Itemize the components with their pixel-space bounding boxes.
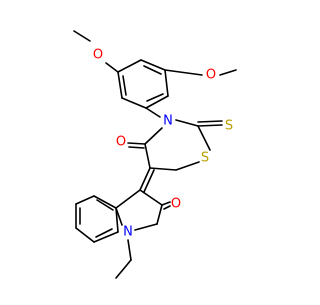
bond-4 [164,69,169,97]
bond-0 [73,30,91,42]
bond-33 [93,195,117,209]
bond-25 [143,169,155,193]
bond-32 [163,205,171,210]
bond-26 [139,189,163,206]
bond-13 [145,107,161,118]
atom-label-o-methoxy-left: O [93,48,103,63]
bond-15 [144,143,151,169]
bond-30 [115,189,141,209]
atom-label-o-methoxy-right: O [206,68,216,83]
bond-22 [197,124,223,127]
bond-2 [117,59,142,73]
bond-5 [145,95,169,109]
bond-layer [73,30,237,279]
bond-14 [144,127,163,145]
bond-37 [93,231,119,243]
bond-34 [75,195,95,205]
bond-20 [127,142,146,145]
bond-10 [122,75,127,96]
bond-38 [115,207,119,233]
bond-7 [117,71,123,99]
atom-label-s-thione: S [225,119,233,134]
bond-24 [139,167,151,191]
atom-label-s-ring: S [201,151,209,166]
bond-28 [134,223,158,231]
bond-40 [95,228,113,238]
bond-8 [143,65,162,75]
bond-9 [146,93,164,102]
atom-label-n-top: N [163,114,173,129]
bond-11 [164,69,203,76]
atom-label-n-bottom: N [123,225,133,240]
bond-12 [219,69,237,76]
molecule-svg: O O N S O S O N [73,30,237,279]
bond-36 [75,227,95,243]
bond-16 [149,167,177,171]
bond-27 [156,204,163,225]
bond-19 [175,119,199,127]
molecule-structure-canvas: O O N S O S O N [73,30,237,279]
bond-1 [105,62,119,73]
atom-label-o-carbonyl-top: O [116,135,126,150]
bond-31 [161,201,171,206]
bond-42 [127,239,132,261]
atom-label-layer: O O N S O S O N [93,48,233,240]
bond-43 [115,259,132,279]
bond-17 [175,161,200,171]
atom-label-o-carbonyl-bottom: O [171,197,181,212]
bond-23 [197,120,223,123]
bond-18 [197,125,211,151]
bond-6 [121,97,147,109]
bond-41 [96,199,114,211]
bond-3 [140,59,166,71]
bond-21 [128,146,145,149]
